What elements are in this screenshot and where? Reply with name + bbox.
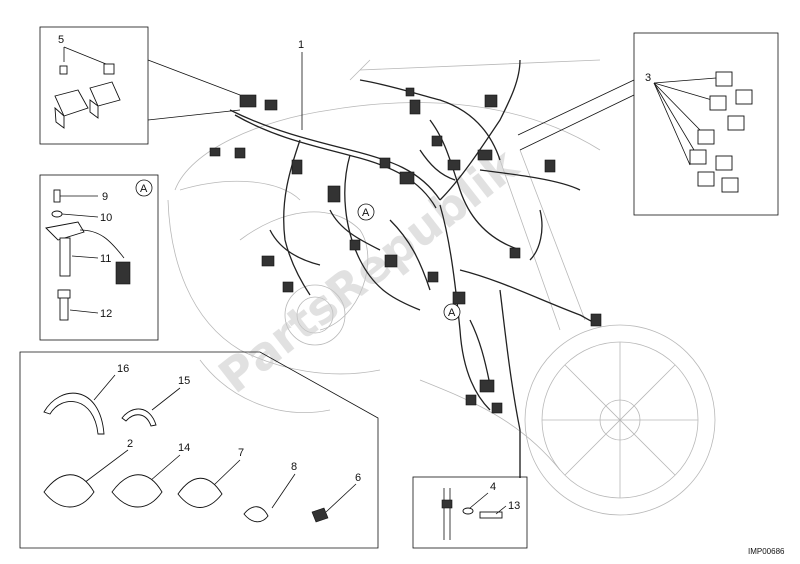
connector bbox=[484, 94, 498, 108]
ignition-coil bbox=[59, 237, 71, 277]
coil-screw bbox=[53, 189, 61, 203]
washer-4 bbox=[462, 507, 474, 515]
fuse-holder bbox=[89, 99, 99, 119]
connector bbox=[234, 147, 246, 159]
connector bbox=[239, 94, 257, 108]
svg-text:A: A bbox=[362, 207, 370, 219]
connector bbox=[209, 147, 221, 157]
svg-text:15: 15 bbox=[178, 375, 190, 387]
relay bbox=[727, 115, 745, 131]
svg-text:5: 5 bbox=[58, 34, 64, 46]
inset-clamps: 16 15 2 14 7 8 6 bbox=[19, 351, 379, 549]
connector bbox=[509, 247, 521, 259]
connector bbox=[291, 159, 303, 175]
connector bbox=[405, 87, 415, 97]
svg-text:13: 13 bbox=[508, 500, 520, 512]
ground-terminal bbox=[441, 499, 453, 509]
svg-text:A: A bbox=[448, 307, 456, 319]
connector bbox=[399, 171, 415, 185]
connector bbox=[327, 185, 341, 203]
relay bbox=[715, 155, 733, 171]
svg-text:11: 11 bbox=[100, 253, 111, 265]
coil-connector bbox=[115, 261, 131, 285]
ignition-coil bbox=[45, 221, 85, 241]
cable-tie-16 bbox=[43, 392, 105, 435]
cable-tie-15 bbox=[121, 408, 157, 427]
ref-marker-a-1: A bbox=[357, 203, 375, 221]
svg-text:A: A bbox=[140, 183, 148, 195]
connector bbox=[282, 281, 294, 293]
connector bbox=[409, 99, 421, 115]
connector bbox=[264, 99, 278, 111]
svg-text:6: 6 bbox=[355, 472, 361, 484]
image-code: IMP00686 bbox=[748, 547, 785, 556]
connector bbox=[465, 394, 477, 406]
svg-text:1: 1 bbox=[298, 39, 304, 51]
watermark-text: PartsRepublik bbox=[209, 137, 529, 404]
connector bbox=[379, 157, 391, 169]
relay bbox=[697, 129, 715, 145]
connector bbox=[384, 254, 398, 268]
connector bbox=[479, 379, 495, 393]
clamp-14 bbox=[111, 474, 163, 508]
fuse-holder bbox=[54, 89, 89, 117]
svg-text:2: 2 bbox=[127, 438, 133, 450]
callout-1: 1 bbox=[298, 39, 304, 130]
clamp-7 bbox=[177, 477, 223, 508]
svg-text:4: 4 bbox=[490, 481, 496, 493]
connector bbox=[491, 402, 503, 414]
relay bbox=[697, 171, 715, 187]
mini-fuse bbox=[59, 65, 68, 75]
relay bbox=[689, 149, 707, 165]
fuse-holder bbox=[54, 106, 65, 129]
inset-fuses: 5 bbox=[39, 26, 241, 145]
inset-relays: 3 bbox=[517, 32, 779, 216]
connector bbox=[477, 149, 493, 161]
clip-6 bbox=[311, 507, 329, 523]
connector bbox=[427, 271, 439, 283]
relay bbox=[721, 177, 739, 193]
mini-fuse bbox=[103, 63, 115, 75]
svg-text:14: 14 bbox=[178, 442, 190, 454]
clamp-8 bbox=[243, 506, 269, 523]
clamp-2 bbox=[43, 474, 95, 508]
relay bbox=[709, 95, 727, 111]
screw-13 bbox=[479, 511, 503, 519]
connector bbox=[431, 135, 443, 147]
inset-ground: 4 13 bbox=[412, 432, 528, 549]
connector bbox=[452, 291, 466, 305]
connector bbox=[261, 255, 275, 267]
svg-text:16: 16 bbox=[117, 363, 129, 375]
svg-text:9: 9 bbox=[102, 191, 108, 203]
connector bbox=[349, 239, 361, 251]
relay bbox=[735, 89, 753, 105]
svg-text:8: 8 bbox=[291, 461, 297, 473]
svg-text:10: 10 bbox=[100, 212, 112, 224]
connector bbox=[590, 313, 602, 327]
harness-connectors bbox=[209, 87, 602, 414]
ref-marker-a-2: A bbox=[443, 303, 461, 321]
svg-text:7: 7 bbox=[238, 447, 244, 459]
connector bbox=[447, 159, 461, 171]
relay bbox=[715, 71, 733, 87]
fuse-holder bbox=[89, 81, 121, 107]
connector bbox=[544, 159, 556, 173]
inset-ignition-coil: A 9 10 11 12 bbox=[39, 174, 159, 341]
svg-text:12: 12 bbox=[100, 308, 112, 320]
spark-plug bbox=[57, 289, 71, 299]
coil-washer bbox=[51, 210, 63, 218]
svg-text:3: 3 bbox=[645, 72, 651, 84]
motorcycle-outline bbox=[167, 59, 716, 516]
